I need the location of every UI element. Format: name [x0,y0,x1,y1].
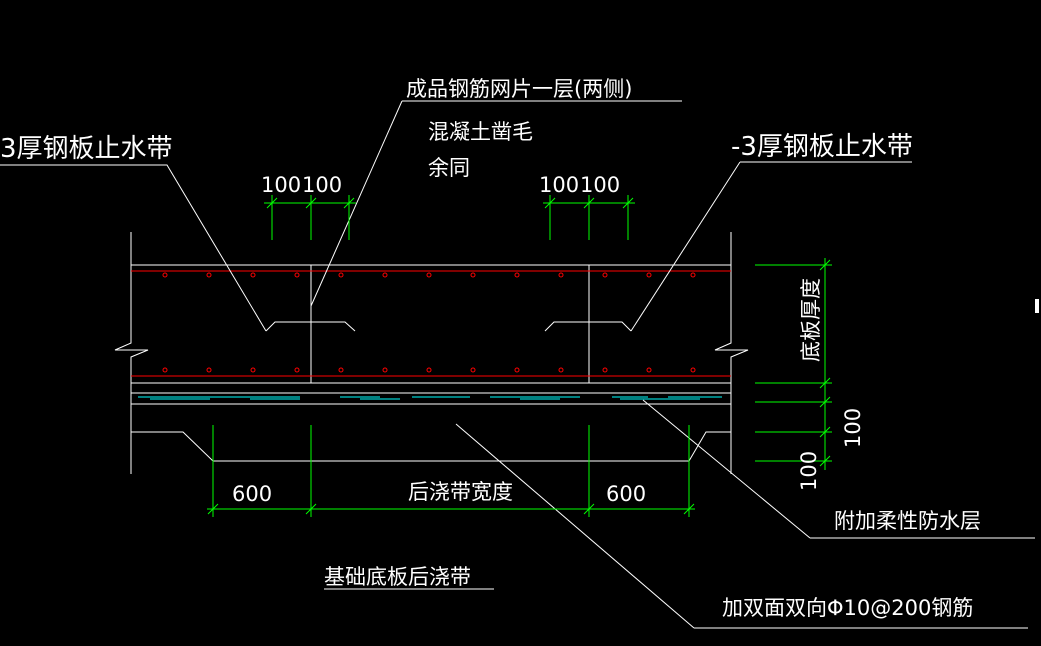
rebar-dot [294,367,300,373]
rebar-dot [602,367,608,373]
rebar-dot [206,367,212,373]
dim-top-left-1: 100 [261,173,301,197]
rebar-dot [558,367,564,373]
rebar-dot [382,272,388,278]
rebar-dot [338,272,344,278]
rebar-dot [514,367,520,373]
edge-mark [1035,299,1039,313]
rebar-dot [646,272,652,278]
rebar-dot [250,367,256,373]
rebar-dot [558,272,564,278]
dim-slab-thickness: 底板厚度 [799,278,823,362]
dim-right-2: 100 [797,451,821,491]
dim-bottom-mid: 后浇带宽度 [408,480,513,504]
rebar-dot [426,272,432,278]
rebar-dot [162,367,168,373]
waterstop-right-label: -3厚钢板止水带 [731,132,913,162]
rebar-dot [602,272,608,278]
chisel-note-line1: 混凝土凿毛 [428,120,533,144]
rebar-dot [294,272,300,278]
dimension-lines [207,195,832,517]
dim-bottom-right: 600 [606,482,646,506]
drawing-title: 基础底板后浇带 [324,565,471,589]
waterstop-left-plate [265,321,356,332]
rebar-dot [250,272,256,278]
mesh-note: 成品钢筋网片一层(两侧) [406,77,632,101]
chisel-note-line2: 余同 [428,156,470,180]
rebar-dot [470,367,476,373]
dim-bottom-left: 600 [232,482,272,506]
rebar-dot [470,272,476,278]
waterproof-layer [138,396,722,400]
rebar-note: 加双面双向Φ10@200钢筋 [722,596,973,620]
rebar-dots [162,272,696,373]
leader-lines [0,100,1035,629]
dim-right-1: 100 [841,408,865,448]
waterstop-left-label: 3厚钢板止水带 [0,134,173,164]
rebar-dot [514,272,520,278]
dim-top-right-2: 100 [580,173,620,197]
rebar-dot [690,367,696,373]
waterstop-right-plate [544,321,632,332]
rebar-dot [382,367,388,373]
rebar-dot [646,367,652,373]
rebar-dot [338,367,344,373]
dim-top-left-2: 100 [302,173,342,197]
rebar-dot [426,367,432,373]
rebar-dot [162,272,168,278]
slab-outline [114,232,749,474]
rebar-dot [206,272,212,278]
rebar-dot [690,272,696,278]
dim-top-right-1: 100 [539,173,579,197]
waterproof-note: 附加柔性防水层 [834,509,981,533]
